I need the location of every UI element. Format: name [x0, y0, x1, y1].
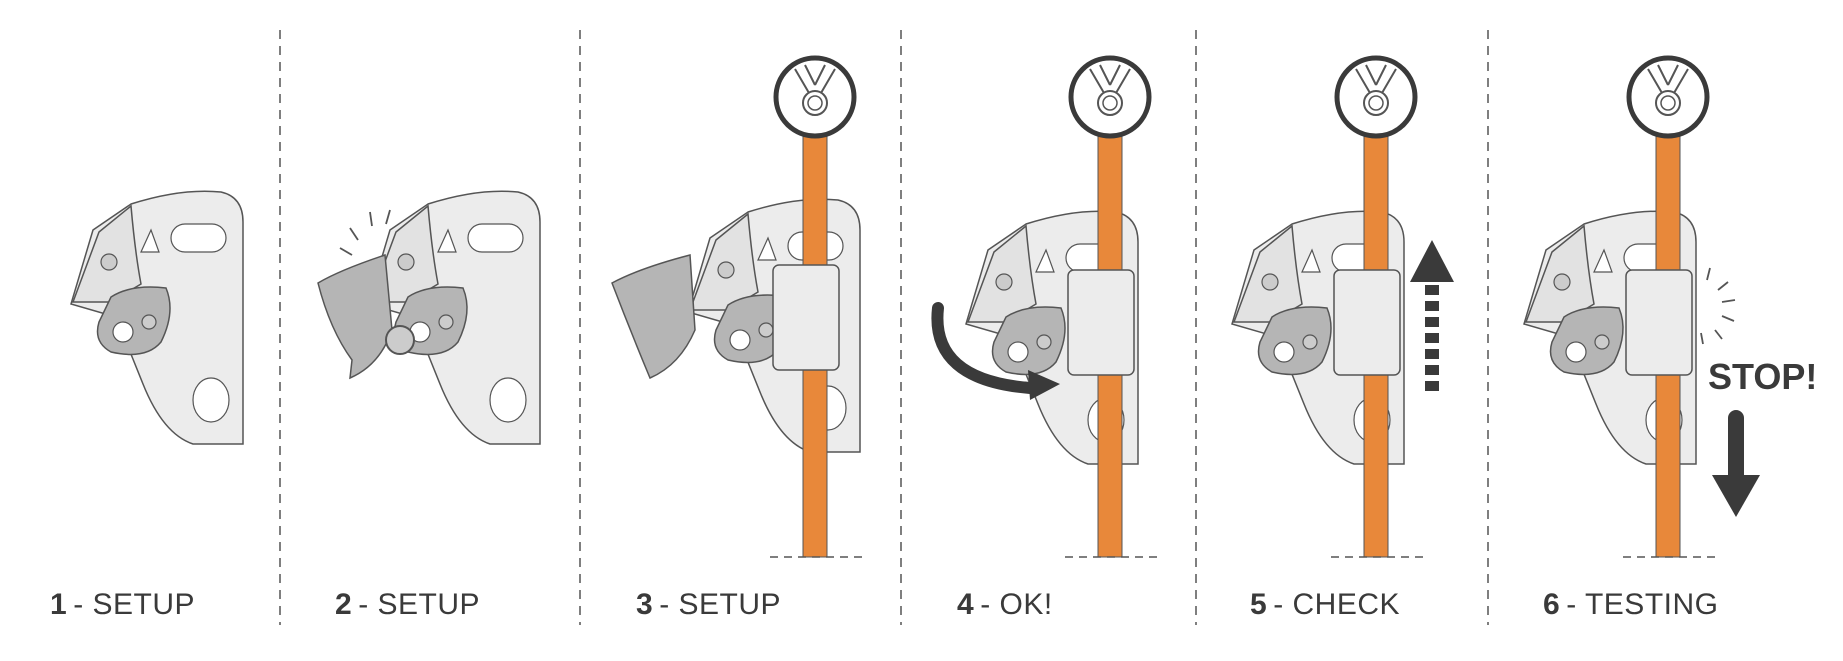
step-label-3: 3- SETUP: [636, 588, 781, 622]
step-text: - SETUP: [358, 588, 481, 621]
step-label-6: 6- TESTING: [1543, 588, 1718, 622]
stop-text: STOP!: [1708, 356, 1818, 397]
device-cover: [772, 264, 840, 371]
step-label-4: 4- OK!: [957, 588, 1053, 622]
step-text: - OK!: [980, 588, 1053, 621]
panel-dividers: [279, 30, 1489, 625]
arrow-head: [1028, 370, 1060, 400]
step-number: 5: [1250, 588, 1268, 621]
anchor-icon: [1629, 58, 1707, 136]
panel-6: [1523, 58, 1760, 558]
step-text: - TESTING: [1566, 588, 1719, 621]
panel-3: [611, 58, 862, 558]
anchor-icon: [1071, 58, 1149, 136]
curved-arrow-icon: [931, 302, 1036, 394]
anchor-icon: [776, 58, 854, 136]
step-label-1: 1- SETUP: [50, 588, 195, 622]
step-text: - SETUP: [73, 588, 196, 621]
step-number: 2: [335, 588, 353, 621]
down-arrow-icon: [1712, 410, 1760, 517]
anchor-icon: [1337, 58, 1415, 136]
cam-open: [611, 254, 696, 379]
device-cover: [1067, 269, 1135, 376]
panel-4: [931, 58, 1157, 558]
device-cover: [1625, 269, 1693, 376]
step-number: 1: [50, 588, 68, 621]
device-cover: [1333, 269, 1401, 376]
spark-icon: [1700, 267, 1736, 345]
device-cam-open: [367, 190, 541, 445]
step-number: 4: [957, 588, 975, 621]
cam-pivot: [385, 325, 415, 355]
dashed-up-arrow-icon: [1410, 240, 1454, 392]
step-label-2: 2- SETUP: [335, 588, 480, 622]
step-number: 6: [1543, 588, 1561, 621]
panel-5: [1231, 58, 1454, 558]
spark-icon: [339, 209, 391, 256]
device-open: [70, 190, 244, 445]
cam-open: [317, 253, 393, 380]
step-label-5: 5- CHECK: [1250, 588, 1400, 622]
step-number: 3: [636, 588, 654, 621]
step-text: - SETUP: [659, 588, 782, 621]
step-text: - CHECK: [1273, 588, 1401, 621]
